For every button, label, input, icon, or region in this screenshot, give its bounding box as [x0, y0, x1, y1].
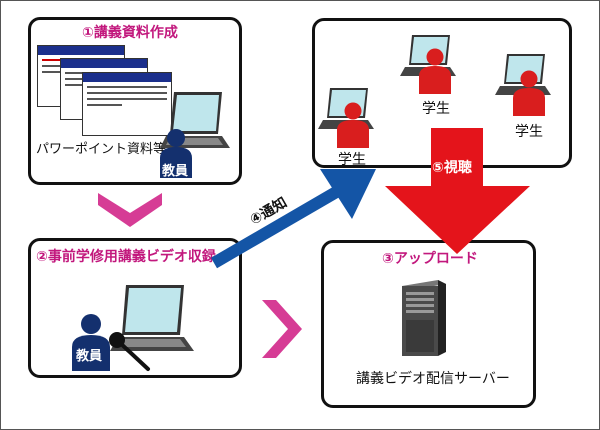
server-icon: [402, 280, 446, 356]
student-icon: [419, 48, 451, 94]
teacher-icon: [72, 314, 110, 371]
student-icon: [337, 102, 369, 148]
teacher-icon: [160, 129, 192, 178]
view-arrow: [385, 128, 530, 254]
student-label-2: 学生: [422, 101, 450, 117]
teacher-label-2: 教員: [76, 349, 103, 364]
view-arrow-label: ⑤視聴: [432, 160, 472, 176]
student-icon: [513, 70, 545, 116]
upload-title: ③アップロード: [382, 251, 478, 267]
chevron-right-icon: [262, 300, 302, 358]
slide-front: [82, 72, 172, 136]
teacher-label-1: 教員: [162, 164, 189, 179]
microphone-icon: [109, 332, 150, 371]
lecture-materials-caption: パワーポイント資料等: [36, 142, 167, 157]
lecture-materials-title: ①講義資料作成: [82, 25, 178, 41]
chevron-down-icon: [98, 193, 162, 227]
student-label-3: 学生: [515, 124, 543, 140]
recording-title: ②事前学修用講義ビデオ収録: [36, 249, 216, 265]
student-label-1: 学生: [338, 152, 366, 168]
laptop-icon: [110, 285, 194, 351]
server-caption: 講義ビデオ配信サーバー: [356, 371, 510, 387]
notify-arrow: [210, 169, 376, 269]
